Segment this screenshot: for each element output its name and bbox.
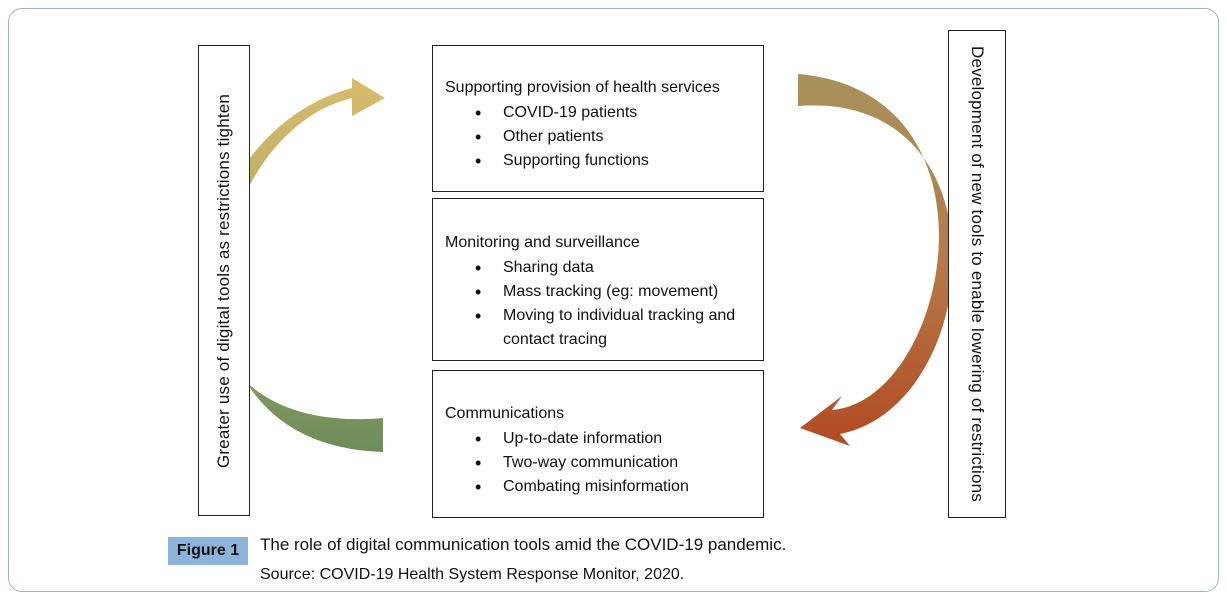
right-label-box: Development of new tools to enable lower…: [948, 30, 1006, 518]
left-curved-arrow: [206, 78, 385, 452]
bullet-list: Up-to-date information Two-way communica…: [445, 427, 753, 499]
panel-communications: Communications Up-to-date information Tw…: [432, 370, 764, 518]
right-curved-arrow: [798, 74, 953, 446]
list-item: COVID-19 patients: [475, 101, 753, 125]
bullet-list: COVID-19 patients Other patients Support…: [445, 101, 753, 173]
panel-health-services: Supporting provision of health services …: [432, 45, 764, 192]
panel-monitoring: Monitoring and surveillance Sharing data…: [432, 198, 764, 361]
list-item: Mass tracking (eg: movement): [475, 280, 753, 304]
right-label: Development of new tools to enable lower…: [968, 46, 987, 502]
figure-source: Source: COVID-19 Health System Response …: [260, 566, 685, 583]
list-item: Two-way communication: [475, 451, 753, 475]
list-item: Combating misinformation: [475, 475, 753, 499]
figure-label-badge: Figure 1: [168, 537, 248, 565]
panel-title: Monitoring and surveillance: [445, 234, 640, 251]
figure-frame: [8, 8, 1219, 592]
list-item: Moving to individual tracking and contac…: [475, 304, 753, 352]
list-item: Up-to-date information: [475, 427, 753, 451]
left-label-box: Greater use of digital tools as restrict…: [198, 45, 250, 516]
left-label: Greater use of digital tools as restrict…: [214, 93, 233, 468]
list-item: Sharing data: [475, 256, 753, 280]
bullet-list: Sharing data Mass tracking (eg: movement…: [445, 256, 753, 352]
panel-title: Supporting provision of health services: [445, 79, 720, 96]
list-item: Other patients: [475, 125, 753, 149]
figure-title: The role of digital communication tools …: [260, 535, 787, 554]
panel-title: Communications: [445, 405, 565, 422]
list-item: Supporting functions: [475, 149, 753, 173]
